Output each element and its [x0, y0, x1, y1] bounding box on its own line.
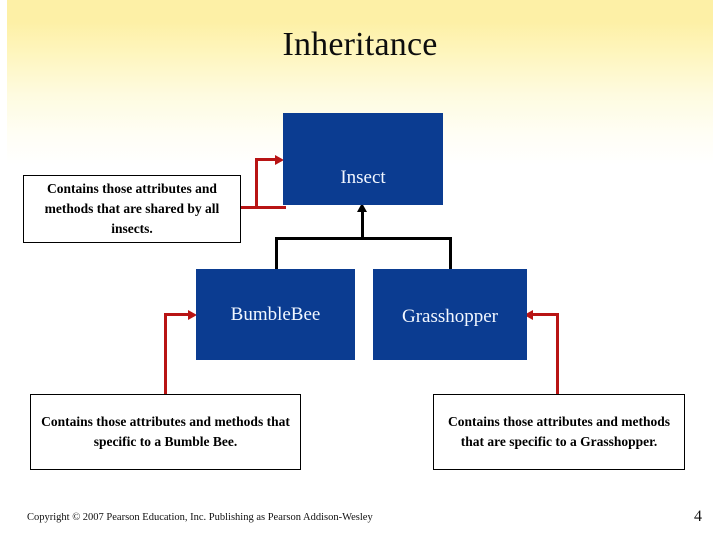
- footer-page-number: 4: [694, 508, 702, 525]
- callout-grasshopper-segment-horizontal: [532, 313, 559, 316]
- page-title: Inheritance: [282, 26, 438, 63]
- class-box-insect[interactable]: Insect: [283, 113, 443, 205]
- note-box-grasshopper: Contains those attributes and methods th…: [433, 394, 685, 470]
- class-box-label: Grasshopper: [401, 306, 499, 327]
- callout-insect-segment-vertical: [255, 158, 258, 209]
- note-text: Contains those attributes and methods th…: [447, 414, 671, 449]
- footer-copyright: Copyright © 2007 Pearson Education, Inc.…: [27, 512, 373, 523]
- callout-grasshopper-segment-vertical: [556, 313, 559, 396]
- callout-insect-segment-horizontal-lower: [240, 206, 286, 209]
- note-text: Contains those attributes and methods th…: [41, 414, 290, 449]
- callout-insect-arrowhead-icon: [275, 155, 284, 165]
- class-box-bumblebee[interactable]: BumbleBee: [196, 269, 355, 360]
- inheritance-line-insect: [361, 211, 364, 239]
- note-text: Contains those attributes and methods th…: [44, 181, 220, 236]
- class-box-label: BumbleBee: [230, 303, 321, 325]
- callout-bumblebee-segment-horizontal: [164, 313, 192, 316]
- inheritance-line-bumblebee: [275, 237, 278, 270]
- note-box-insect: Contains those attributes and methods th…: [23, 175, 241, 243]
- inheritance-line-grasshopper: [449, 237, 452, 270]
- callout-insect-segment-horizontal-upper: [255, 158, 280, 161]
- class-box-grasshopper[interactable]: Grasshopper: [373, 269, 527, 360]
- note-box-bumblebee: Contains those attributes and methods th…: [30, 394, 301, 470]
- class-box-label: Insect: [340, 167, 386, 188]
- callout-grasshopper-arrowhead-icon: [524, 310, 533, 320]
- callout-bumblebee-arrowhead-icon: [188, 310, 197, 320]
- inheritance-arrowhead-icon: [357, 203, 367, 212]
- callout-bumblebee-segment-vertical: [164, 313, 167, 396]
